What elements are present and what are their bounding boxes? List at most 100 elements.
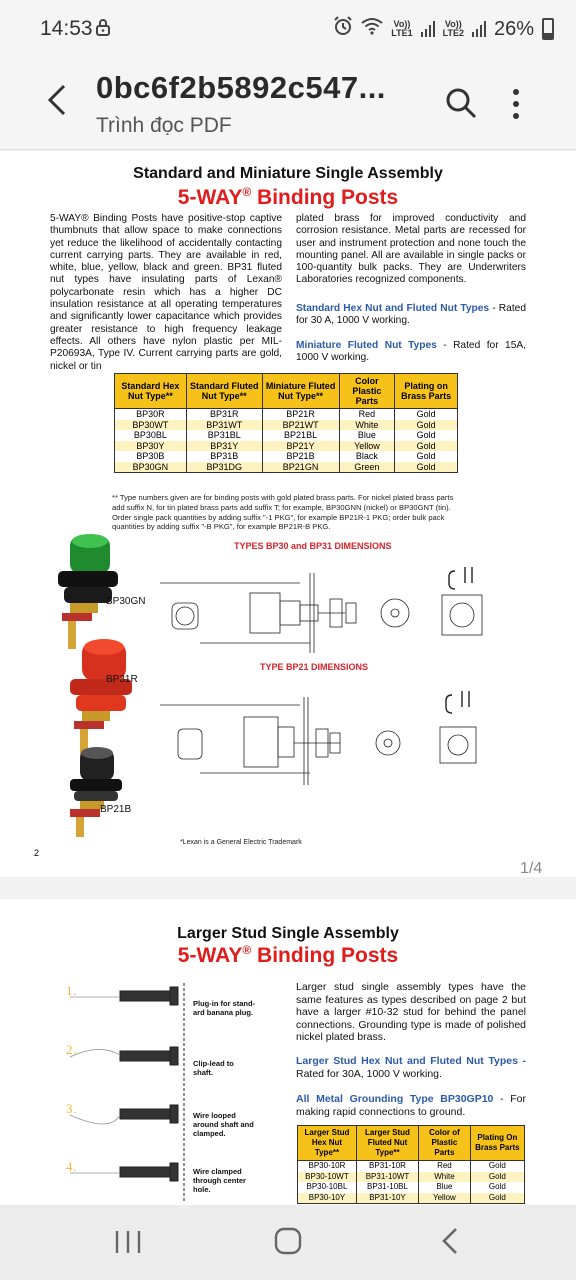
network-lte1: Vo)) LTE1 <box>391 19 413 38</box>
table-cell: Gold <box>394 430 458 441</box>
brand-heading: 5-WAY® Binding Posts <box>177 943 399 967</box>
table-cell: Red <box>418 1160 471 1172</box>
intro-text-cont: plated brass for improved conductivity a… <box>296 213 526 286</box>
table-cell: BP21Y <box>261 440 340 451</box>
table-cell: BP31DG <box>185 461 263 473</box>
table-header-cell: Plating On Brass Parts <box>469 1125 526 1161</box>
table-cell: Blue <box>338 430 396 441</box>
table-cell: BP21BL <box>261 430 340 441</box>
step-number: 4. <box>66 1159 78 1174</box>
bp21-dimension-drawing <box>160 691 477 785</box>
page-number: 2 <box>34 848 40 858</box>
green-binding-post <box>58 534 118 649</box>
battery-icon <box>542 18 554 40</box>
table-header-cell: Larger Stud Fluted Nut Type** <box>355 1125 420 1161</box>
table-cell: BP21R <box>261 408 340 420</box>
battery-percent: 26% <box>493 17 534 40</box>
step-text: Plug-in for stand- ard banana plug. <box>193 999 256 1017</box>
table-cell: Gold <box>394 408 458 420</box>
pdf-page-2: Larger Stud Single Assembly 5-WAY® Bindi… <box>0 899 576 1205</box>
trademark-note: *Lexan is a General Electric Trademark <box>180 839 302 846</box>
step-text: Clip-lead to shaft. <box>193 1059 234 1077</box>
table-cell: BP31Y <box>185 440 263 451</box>
signal-icon <box>420 21 435 37</box>
table-cell: BP31BL <box>185 430 263 441</box>
document-title: 0bc6f2b5892c547... <box>96 70 386 105</box>
table-cell: BP31-10R <box>355 1160 420 1172</box>
dimensions-title: TYPE BP21 DIMENSIONS <box>260 662 369 672</box>
table-cell: BP31R <box>185 408 263 420</box>
intro-text: 5-WAY® Binding Posts have positive-stop … <box>50 213 282 372</box>
table-cell: White <box>418 1171 471 1182</box>
recent-apps-icon[interactable] <box>114 1229 142 1260</box>
table-cell: BP30-10Y <box>297 1192 357 1204</box>
table-cell: BP30Y <box>114 440 187 451</box>
network-lte2: Vo)) LTE2 <box>442 19 464 38</box>
table-cell: Gold <box>394 461 458 473</box>
status-time: 14:53 <box>40 17 93 40</box>
post-label: BP30GN <box>106 596 146 607</box>
larger-types-note: Larger Stud Hex Nut and Fluted Nut Types… <box>296 1055 526 1080</box>
table-cell: Gold <box>469 1182 526 1193</box>
binding-posts-illustration <box>58 534 132 837</box>
table-cell: Gold <box>394 419 458 430</box>
bp30-dimension-drawing <box>160 567 483 653</box>
black-binding-post <box>70 747 122 837</box>
miniature-types-note: Miniature Fluted Nut Types - Rated for 1… <box>296 340 526 364</box>
red-binding-post <box>70 639 132 755</box>
table-cell: Gold <box>469 1160 526 1172</box>
signal-icon <box>471 21 486 37</box>
back-nav-icon[interactable] <box>440 1227 460 1260</box>
page-heading: Standard and Miniature Single Assembly <box>133 165 443 182</box>
larger-types-table: Larger Stud Hex Nut Type**Larger Stud Fl… <box>297 1125 526 1204</box>
alarm-icon <box>333 16 353 42</box>
table-cell: BP30R <box>114 408 187 420</box>
step-number: 2. <box>66 1042 78 1057</box>
home-icon[interactable] <box>274 1227 302 1260</box>
page-heading: Larger Stud Single Assembly <box>177 925 399 942</box>
table-header-cell: Standard Fluted Nut Type** <box>185 373 263 409</box>
back-arrow-icon[interactable] <box>38 80 78 120</box>
step-text: Wire clamped through center hole. <box>193 1167 246 1194</box>
table-cell: Red <box>338 408 396 420</box>
table-cell: Blue <box>418 1182 471 1193</box>
table-cell: BP30B <box>114 451 187 462</box>
pdf-page-1: Standard and Miniature Single Assembly 5… <box>0 151 576 877</box>
table-cell: BP31WT <box>185 419 263 430</box>
page-indicator: 1/4 <box>520 860 543 877</box>
table-cell: BP30-10WT <box>297 1171 357 1182</box>
table-cell: BP21B <box>261 451 340 462</box>
table-header-cell: Color of Plastic Parts <box>418 1125 471 1161</box>
table-cell: BP31B <box>185 451 263 462</box>
system-nav-bar <box>0 1205 576 1280</box>
table-cell: Black <box>338 451 396 462</box>
table-cell: BP30-10R <box>297 1160 357 1172</box>
dimensions-title: TYPES BP30 and BP31 DIMENSIONS <box>234 541 392 551</box>
table-cell: Yellow <box>338 440 396 451</box>
table-header-cell: Plating on Brass Parts <box>394 373 458 409</box>
table-cell: Gold <box>394 440 458 451</box>
table-cell: Gold <box>394 451 458 462</box>
post-label: BP31R <box>106 674 138 685</box>
brand-heading: 5-WAY® Binding Posts <box>177 185 399 209</box>
table-cell: BP21GN <box>261 461 340 473</box>
step-number: 3. <box>66 1101 78 1116</box>
table-header-cell: Color Plastic Parts <box>338 373 396 409</box>
table-cell: Gold <box>469 1171 526 1182</box>
wifi-icon <box>361 17 383 41</box>
grounding-type-note: All Metal Grounding Type BP30GP10 - For … <box>296 1093 526 1118</box>
table-cell: Gold <box>469 1192 526 1204</box>
table-cell: BP30GN <box>114 461 187 473</box>
step-text: Wire looped around shaft and clamped. <box>193 1111 254 1138</box>
search-icon[interactable] <box>444 86 478 120</box>
more-options-icon[interactable] <box>506 84 526 124</box>
app-bar: 0bc6f2b5892c547... Trình đọc PDF <box>0 58 576 150</box>
table-cell: BP30-10BL <box>297 1182 357 1193</box>
